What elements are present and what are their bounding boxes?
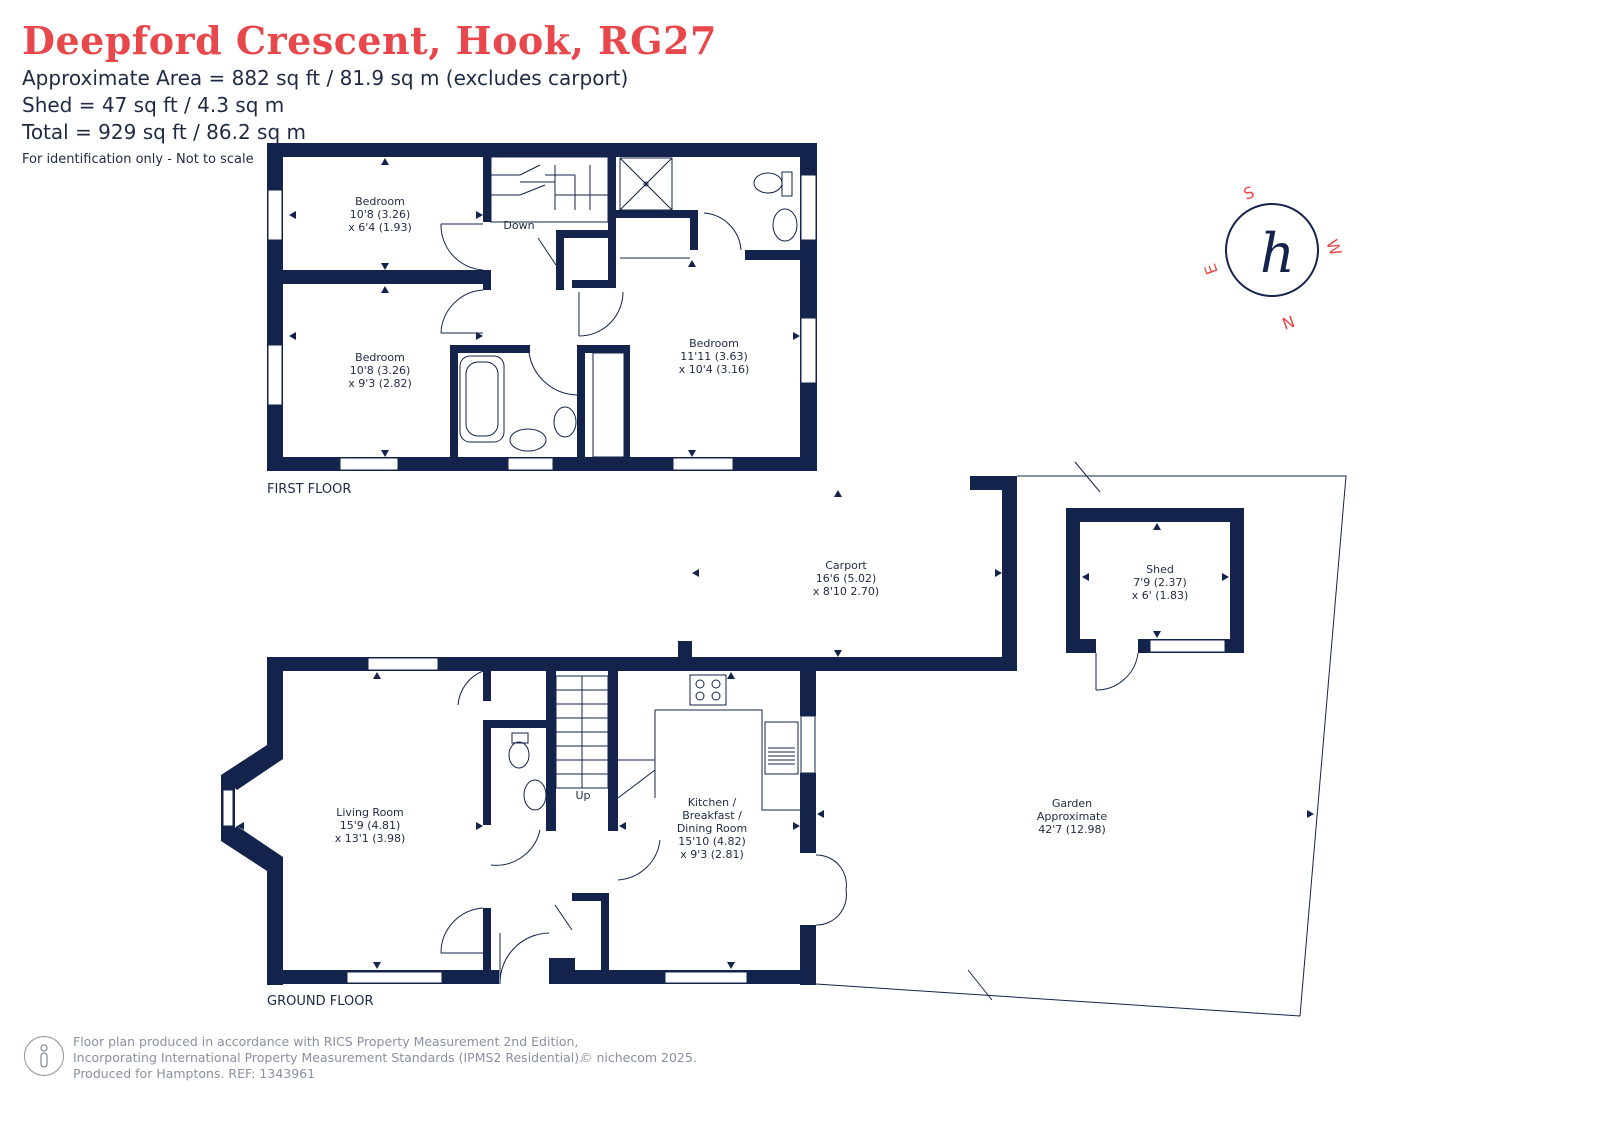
first-floor-windows	[267, 174, 817, 471]
bay-window	[221, 745, 283, 871]
svg-text:E: E	[1200, 261, 1221, 277]
scale-note: For identification only - Not to scale	[22, 152, 254, 167]
svg-text:W: W	[1322, 237, 1345, 259]
svg-text:Shed: Shed	[1146, 563, 1174, 576]
room-bedroom-2: Bedroom 10'8 (3.26) x 9'3 (2.82)	[348, 351, 412, 390]
svg-text:15'9 (4.81): 15'9 (4.81)	[340, 819, 401, 832]
svg-text:Living Room: Living Room	[336, 806, 404, 819]
svg-text:11'11 (3.63): 11'11 (3.63)	[680, 350, 748, 363]
svg-text:x 9'3 (2.82): x 9'3 (2.82)	[348, 377, 412, 390]
room-living: Living Room 15'9 (4.81) x 13'1 (3.98)	[335, 806, 406, 845]
room-bedroom-1: Bedroom 10'8 (3.26) x 6'4 (1.93)	[348, 195, 412, 234]
svg-text:16'6 (5.02): 16'6 (5.02)	[816, 572, 877, 585]
total-area: Total = 929 sq ft / 86.2 sq m	[22, 120, 307, 144]
stairs-down-label: Down	[503, 219, 534, 232]
svg-text:x 10'4 (3.16): x 10'4 (3.16)	[679, 363, 750, 376]
svg-text:x 8'10 2.70): x 8'10 2.70)	[813, 585, 879, 598]
svg-text:Dining Room: Dining Room	[677, 822, 747, 835]
ground-floor-fixtures	[440, 461, 1347, 1017]
stairs-up-label: Up	[575, 789, 590, 802]
svg-text:h: h	[1260, 222, 1295, 285]
svg-text:Approximate: Approximate	[1037, 810, 1107, 823]
svg-text:x 13'1 (3.98): x 13'1 (3.98)	[335, 832, 406, 845]
room-shed: Shed 7'9 (2.37) x 6' (1.83)	[1132, 563, 1189, 602]
svg-text:x 6' (1.83): x 6' (1.83)	[1132, 589, 1189, 602]
svg-text:x 6'4 (1.93): x 6'4 (1.93)	[348, 221, 412, 234]
room-bedroom-3: Bedroom 11'11 (3.63) x 10'4 (3.16)	[679, 337, 750, 376]
svg-text:42'7 (12.98): 42'7 (12.98)	[1038, 823, 1106, 836]
dimension-arrows	[237, 158, 1314, 969]
shed-area: Shed = 47 sq ft / 4.3 sq m	[22, 93, 285, 117]
svg-text:Bedroom: Bedroom	[689, 337, 739, 350]
compass-logo: h S W N E	[1200, 182, 1345, 333]
svg-text:x 9'3 (2.81): x 9'3 (2.81)	[680, 848, 744, 861]
svg-text:10'8 (3.26): 10'8 (3.26)	[350, 364, 411, 377]
svg-text:Bedroom: Bedroom	[355, 195, 405, 208]
svg-text:N: N	[1279, 311, 1297, 333]
footer-copyright: © nichecom 2025.	[580, 1050, 697, 1065]
svg-text:15'10 (4.82): 15'10 (4.82)	[678, 835, 746, 848]
page-title: Deepford Crescent, Hook, RG27	[22, 18, 717, 63]
info-person-icon	[24, 1036, 64, 1076]
room-carport: Carport 16'6 (5.02) x 8'10 2.70)	[813, 559, 879, 598]
footer-line-2: Incorporating International Property Mea…	[73, 1050, 584, 1065]
svg-text:10'8 (3.26): 10'8 (3.26)	[350, 208, 411, 221]
svg-text:Carport: Carport	[825, 559, 867, 572]
area-summary: Approximate Area = 882 sq ft / 81.9 sq m…	[22, 66, 629, 90]
svg-text:Kitchen /: Kitchen /	[688, 796, 737, 809]
svg-text:Breakfast /: Breakfast /	[682, 809, 742, 822]
footer-line-3: Produced for Hamptons. REF: 1343961	[73, 1066, 316, 1081]
footer-line-1: Floor plan produced in accordance with R…	[73, 1034, 579, 1049]
room-kitchen: Kitchen / Breakfast / Dining Room 15'10 …	[677, 796, 747, 861]
svg-text:Bedroom: Bedroom	[355, 351, 405, 364]
first-floor-walls	[267, 143, 817, 471]
first-floor-fixtures	[440, 156, 798, 458]
svg-text:S: S	[1241, 182, 1257, 203]
svg-text:7'9 (2.37): 7'9 (2.37)	[1133, 576, 1187, 589]
ground-floor-walls	[267, 476, 1244, 985]
ground-floor-windows	[346, 639, 1226, 984]
svg-text:Garden: Garden	[1052, 797, 1092, 810]
ground-floor-label: GROUND FLOOR	[267, 994, 374, 1009]
room-garden: Garden Approximate 42'7 (12.98)	[1037, 797, 1107, 836]
first-floor-label: FIRST FLOOR	[267, 482, 352, 497]
